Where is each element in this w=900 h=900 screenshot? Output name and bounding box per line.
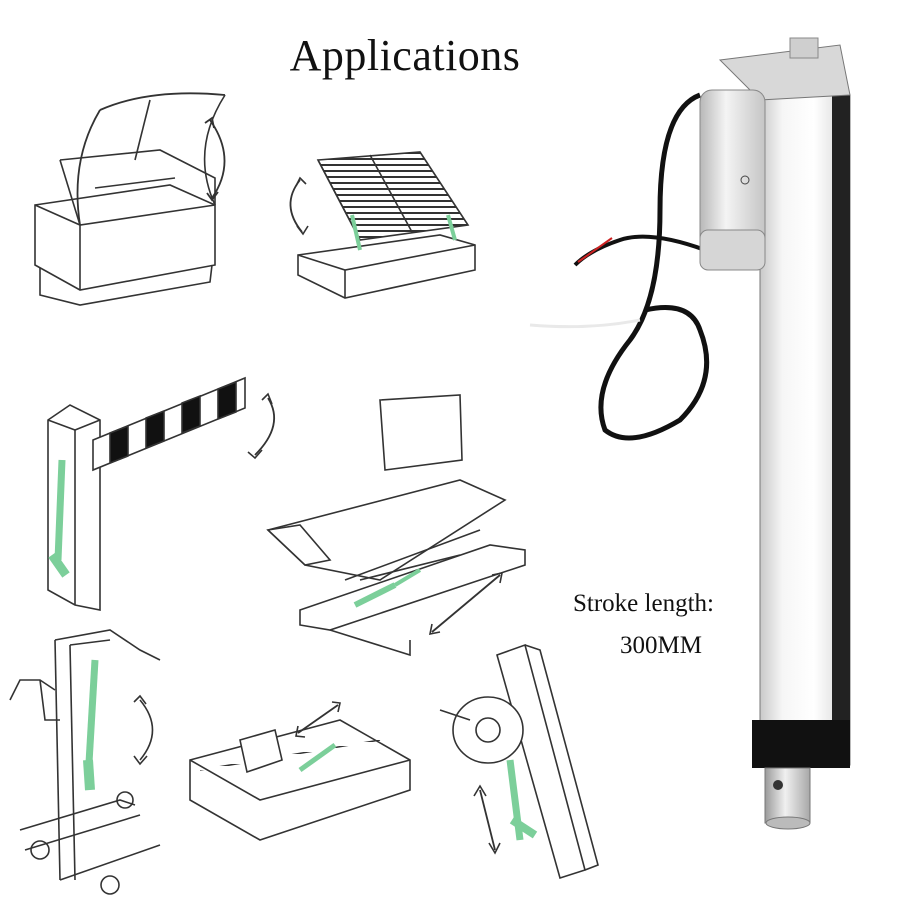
display-cabinet-drawing — [34, 92, 226, 306]
conveyor-drawing — [189, 701, 411, 841]
lift-bed-drawing — [289, 151, 476, 299]
lift-table-drawing — [266, 394, 526, 657]
page-title: Applications — [289, 31, 521, 80]
stroke-length-value: 300MM — [620, 632, 702, 659]
barrier-gate-drawing — [47, 376, 276, 611]
stroke-length-label: Stroke length: — [573, 590, 714, 617]
linear-actuator-image — [529, 37, 851, 830]
rotating-mount-drawing — [439, 643, 599, 880]
patient-lift-drawing — [9, 629, 161, 895]
